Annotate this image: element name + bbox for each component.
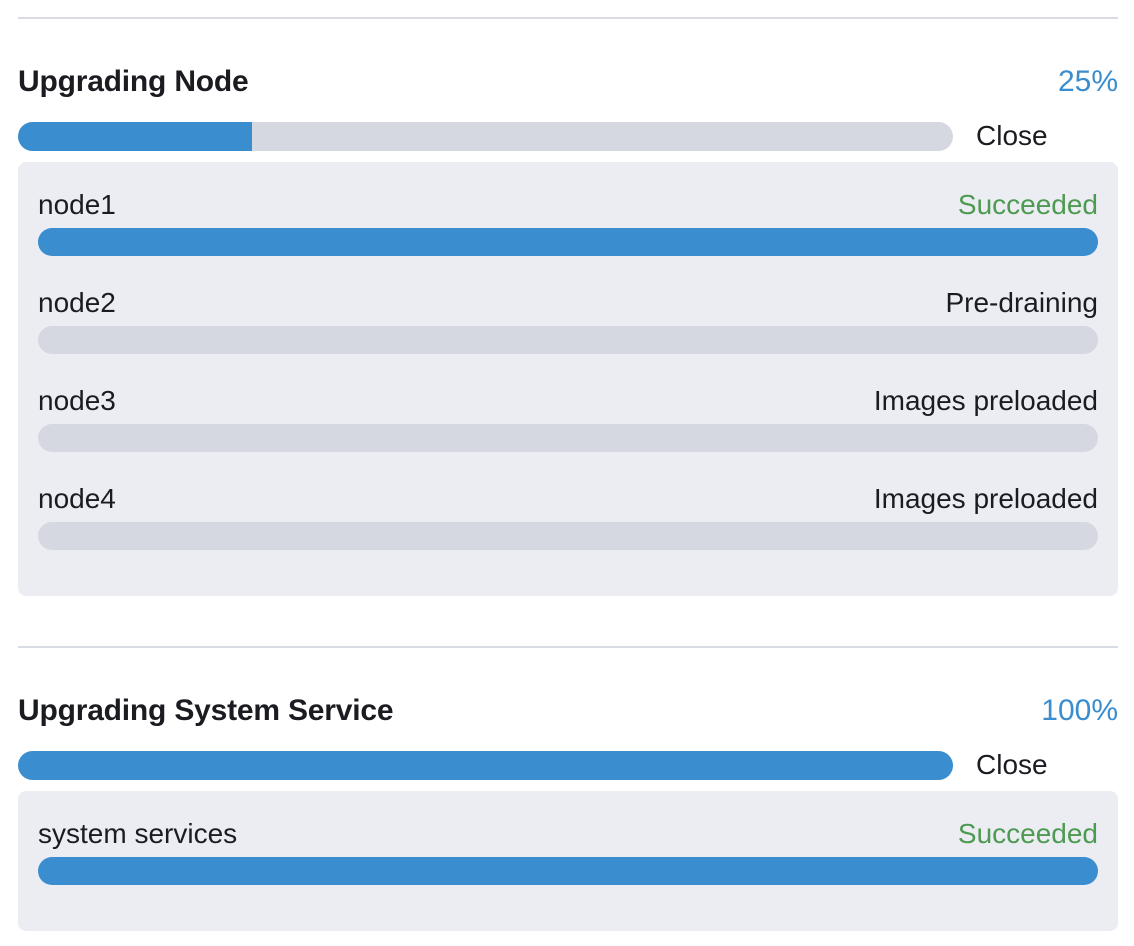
node-row: node2 Pre-draining bbox=[38, 286, 1098, 354]
node-status: Pre-draining bbox=[945, 287, 1098, 318]
node-row: system services Succeeded bbox=[38, 817, 1098, 885]
node-name: node3 bbox=[38, 385, 116, 416]
node-name: system services bbox=[38, 818, 238, 849]
section-header: Upgrading System Service 100% bbox=[18, 693, 1118, 729]
node-status-panel: node1 Succeeded node2 Pre-draining n bbox=[18, 162, 1118, 596]
node-row-header: node1 Succeeded bbox=[38, 188, 1098, 222]
node-row: node1 Succeeded bbox=[38, 188, 1098, 256]
node-status: Succeeded bbox=[957, 189, 1098, 220]
node-progress-bar bbox=[38, 228, 1098, 256]
node-row-header: node3 Images preloaded bbox=[38, 384, 1098, 418]
overall-progress-fill bbox=[18, 750, 953, 780]
node-row-header: system services Succeeded bbox=[38, 817, 1098, 851]
section-title: Upgrading Node bbox=[18, 65, 249, 98]
overall-progress-row: Close bbox=[18, 120, 1118, 152]
overall-progress-bar bbox=[18, 121, 953, 151]
node-row: node3 Images preloaded bbox=[38, 384, 1098, 452]
node-status: Succeeded bbox=[957, 818, 1098, 849]
node-progress-bar bbox=[38, 424, 1098, 452]
overall-progress-bar bbox=[18, 750, 953, 780]
overall-progress-fill bbox=[18, 121, 252, 151]
overall-progress-row: Close bbox=[18, 749, 1118, 781]
section-header: Upgrading Node 25% bbox=[18, 64, 1118, 100]
node-progress-bar bbox=[38, 326, 1098, 354]
overall-percent-value: 100% bbox=[1041, 694, 1118, 727]
node-progress-bar bbox=[38, 857, 1098, 885]
close-button[interactable]: Close bbox=[976, 120, 1048, 151]
node-status: Images preloaded bbox=[873, 483, 1098, 514]
node-progress-fill bbox=[38, 228, 1098, 256]
overall-percent-value: 25% bbox=[1057, 65, 1118, 98]
node-row-header: node2 Pre-draining bbox=[38, 286, 1098, 320]
section-upgrading-node: Upgrading Node 25% Close node1 Succeeded bbox=[18, 64, 1118, 596]
system-service-status-panel: system services Succeeded bbox=[18, 791, 1118, 931]
node-row-header: node4 Images preloaded bbox=[38, 482, 1098, 516]
node-name: node1 bbox=[38, 189, 116, 220]
node-status: Images preloaded bbox=[873, 385, 1098, 416]
section-title: Upgrading System Service bbox=[18, 694, 394, 727]
section-divider bbox=[18, 646, 1118, 648]
node-progress-fill bbox=[38, 857, 1098, 885]
node-progress-bar bbox=[38, 522, 1098, 550]
node-name: node2 bbox=[38, 287, 116, 318]
top-divider bbox=[18, 17, 1118, 19]
close-button[interactable]: Close bbox=[976, 749, 1048, 780]
node-row: node4 Images preloaded bbox=[38, 482, 1098, 550]
node-name: node4 bbox=[38, 483, 116, 514]
section-upgrading-system-service: Upgrading System Service 100% Close syst… bbox=[18, 693, 1118, 931]
